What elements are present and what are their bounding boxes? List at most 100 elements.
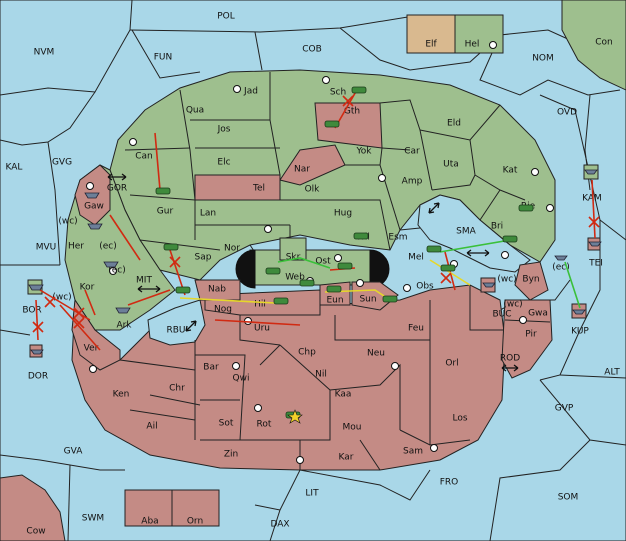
label-elf: Elf xyxy=(425,40,437,50)
region-elf[interactable] xyxy=(406,14,456,54)
label-kam: KAM xyxy=(582,194,602,204)
label-her: Her xyxy=(68,242,84,252)
label-sot: Sot xyxy=(219,419,234,429)
label-gvp: GVP xyxy=(555,404,574,414)
label-ken: Ken xyxy=(113,390,130,400)
label-ark: Ark xyxy=(116,321,132,331)
label-bar: Bar xyxy=(203,363,219,373)
cross-icon xyxy=(342,95,354,107)
label-fro: FRO xyxy=(440,478,459,488)
label-jos: Jos xyxy=(217,125,231,135)
label-cow: Cow xyxy=(26,527,45,537)
label-olk: Olk xyxy=(305,185,321,195)
south-provinces xyxy=(119,285,505,471)
fleet-icon xyxy=(588,241,602,247)
label-qua: Qua xyxy=(186,106,204,116)
army-icon xyxy=(337,262,353,270)
label-qwi: Qwi xyxy=(233,374,250,384)
label-zin: Zin xyxy=(224,450,238,460)
cross-icon xyxy=(169,256,181,268)
label-hel: Hel xyxy=(465,40,480,50)
units[interactable] xyxy=(28,86,602,424)
label-tel: Tel xyxy=(252,184,265,194)
region-gwa-pir[interactable] xyxy=(501,299,553,379)
label-nog: Nog xyxy=(214,305,232,315)
region-cow[interactable] xyxy=(0,474,66,541)
label-gth: Gth xyxy=(344,107,360,117)
cross-icon xyxy=(73,317,85,329)
double-arrow-icon xyxy=(428,202,440,214)
label-som: SOM xyxy=(558,493,579,503)
label-kup: KUP xyxy=(571,327,589,337)
label-sma: SMA xyxy=(456,227,476,237)
region-aba[interactable] xyxy=(124,489,173,527)
label-mit: MIT xyxy=(136,276,152,286)
label-sap: Sap xyxy=(195,253,212,263)
double-arrow-icon xyxy=(137,285,161,293)
label-elc: Elc xyxy=(217,158,230,168)
label-gaw-wc: (wc) xyxy=(58,217,77,227)
army-icon xyxy=(351,86,367,94)
label-nab: Nab xyxy=(208,285,226,295)
region-nar[interactable] xyxy=(279,144,346,186)
label-her-ec: (ec) xyxy=(99,242,117,252)
region-tel[interactable] xyxy=(194,174,281,201)
fleet-icon xyxy=(87,223,103,230)
region-byn[interactable] xyxy=(514,261,549,301)
label-gor: GOR xyxy=(107,184,127,194)
label-obs: Obs xyxy=(416,282,434,292)
label-uru: Uru xyxy=(254,324,270,334)
army-icon xyxy=(353,232,369,240)
label-hil: Hil xyxy=(254,300,266,310)
region-rbu-water[interactable] xyxy=(147,299,206,346)
region-labels: POL NVM FUN COB NOM OVD KAL GVG MVU ALT … xyxy=(6,12,621,537)
label-can: Can xyxy=(135,152,153,162)
label-amp: Amp xyxy=(402,177,423,187)
army-icon xyxy=(440,264,456,272)
label-nom: NOM xyxy=(532,54,554,64)
army-icon xyxy=(175,286,191,294)
label-nvm: NVM xyxy=(34,48,55,58)
label-ail: Ail xyxy=(146,422,157,432)
label-swm: SWM xyxy=(82,514,104,524)
label-mou: Mou xyxy=(343,423,362,433)
label-kor: Kor xyxy=(80,283,95,293)
label-eun: Eun xyxy=(326,296,343,306)
army-icon xyxy=(326,285,342,293)
label-gwa-wc: (wc) xyxy=(503,300,522,310)
label-rbu: RBU xyxy=(166,326,185,336)
cross-icon xyxy=(44,296,56,308)
label-neu: Neu xyxy=(367,349,385,359)
region-con[interactable] xyxy=(561,0,626,91)
label-gur: Gur xyxy=(157,207,174,217)
label-ver: Ver xyxy=(84,344,99,354)
label-kat: Kat xyxy=(503,166,518,176)
army-icon xyxy=(426,245,442,253)
double-arrow-icon xyxy=(107,173,127,181)
label-cob: COB xyxy=(302,45,322,55)
fleet-icon xyxy=(84,192,100,199)
label-lan: Lan xyxy=(200,209,216,219)
army-icon xyxy=(155,187,171,195)
label-pir: Pir xyxy=(525,330,537,340)
label-bri: Bri xyxy=(491,222,503,232)
label-skr: Skr xyxy=(286,253,301,263)
label-eld: Eld xyxy=(447,119,461,129)
cross-icon xyxy=(73,307,85,319)
label-lit: LIT xyxy=(305,489,319,499)
passage-arrows xyxy=(107,173,519,372)
cross-icon xyxy=(32,321,44,333)
label-nor: Nor xyxy=(224,244,240,254)
region-sun[interactable] xyxy=(351,281,399,311)
label-sam: Sam xyxy=(403,447,423,457)
region-orn[interactable] xyxy=(171,489,220,527)
fleet-icon xyxy=(482,282,496,288)
label-byn-wc: (wc) xyxy=(497,275,516,285)
double-arrow-icon xyxy=(185,320,197,332)
region-nab[interactable] xyxy=(194,279,241,301)
label-gwa: Gwa xyxy=(528,309,548,319)
army-icon xyxy=(299,279,315,287)
label-kar: Kar xyxy=(339,453,354,463)
label-rod: ROD xyxy=(500,354,520,364)
